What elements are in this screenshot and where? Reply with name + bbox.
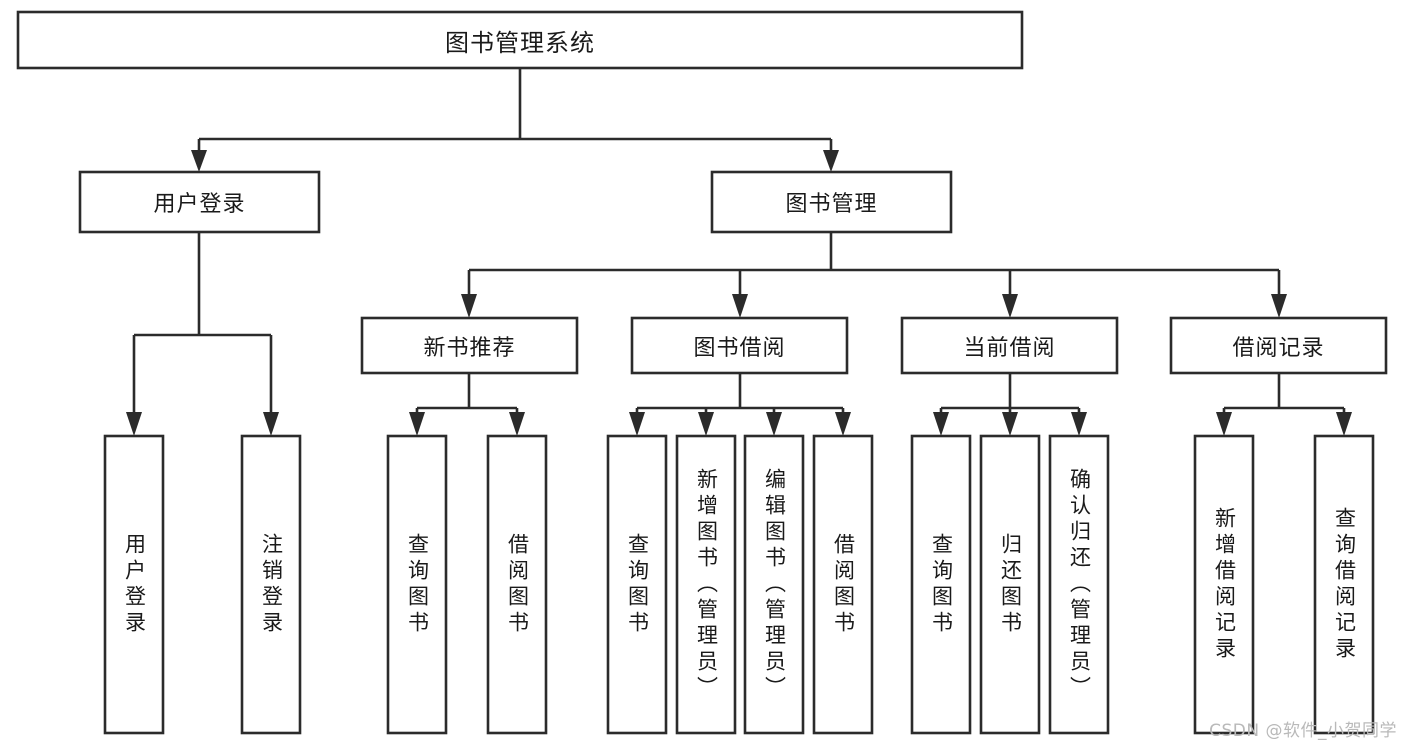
arrowhead-book-borrow-3 (835, 412, 851, 436)
arrowhead-borrow-record-0 (1216, 412, 1232, 436)
node-box-leaf-borrow-record-1[interactable] (1313, 434, 1375, 735)
arrowhead-user-login-1 (263, 412, 279, 436)
node-box-leaf-user-login-0[interactable] (103, 434, 165, 735)
arrowhead-book-borrow-0 (629, 412, 645, 436)
node-box-leaf-new-book-0[interactable] (386, 434, 448, 735)
node-box-leaf-user-login-1[interactable] (240, 434, 302, 735)
arrowhead-book-manage-0 (461, 294, 477, 318)
arrowhead-root-to-book-manage (823, 150, 839, 172)
arrowhead-new-book-0 (409, 412, 425, 436)
arrowhead-book-manage-1 (732, 294, 748, 318)
node-box-book-manage[interactable] (710, 170, 953, 234)
node-box-new-book-recommend[interactable] (360, 316, 579, 375)
arrowhead-user-login-0 (126, 412, 142, 436)
node-box-current-borrow[interactable] (900, 316, 1119, 375)
arrowhead-book-borrow-2 (766, 412, 782, 436)
arrowhead-root-to-user-login (191, 150, 207, 172)
node-box-root[interactable] (16, 10, 1024, 70)
arrowhead-book-manage-3 (1271, 294, 1287, 318)
arrowhead-book-manage-2 (1002, 294, 1018, 318)
node-box-leaf-borrow-record-0[interactable] (1193, 434, 1255, 735)
arrowhead-current-borrow-1 (1002, 412, 1018, 436)
node-box-leaf-new-book-1[interactable] (486, 434, 548, 735)
arrowhead-current-borrow-0 (933, 412, 949, 436)
arrowhead-book-borrow-1 (698, 412, 714, 436)
node-box-leaf-book-borrow-3[interactable] (812, 434, 874, 735)
node-box-leaf-book-borrow-2[interactable] (743, 434, 805, 735)
node-box-leaf-current-borrow-0[interactable] (910, 434, 972, 735)
node-box-leaf-book-borrow-1[interactable] (675, 434, 737, 735)
node-box-user-login[interactable] (78, 170, 321, 234)
arrowhead-current-borrow-2 (1071, 412, 1087, 436)
arrowhead-borrow-record-1 (1336, 412, 1352, 436)
node-box-leaf-current-borrow-2[interactable] (1048, 434, 1110, 735)
arrowhead-new-book-1 (509, 412, 525, 436)
node-box-leaf-book-borrow-0[interactable] (606, 434, 668, 735)
node-box-book-borrow[interactable] (630, 316, 849, 375)
watermark: CSDN @软件_小贺同学 (1209, 721, 1397, 741)
node-box-borrow-record[interactable] (1169, 316, 1388, 375)
node-box-leaf-current-borrow-1[interactable] (979, 434, 1041, 735)
